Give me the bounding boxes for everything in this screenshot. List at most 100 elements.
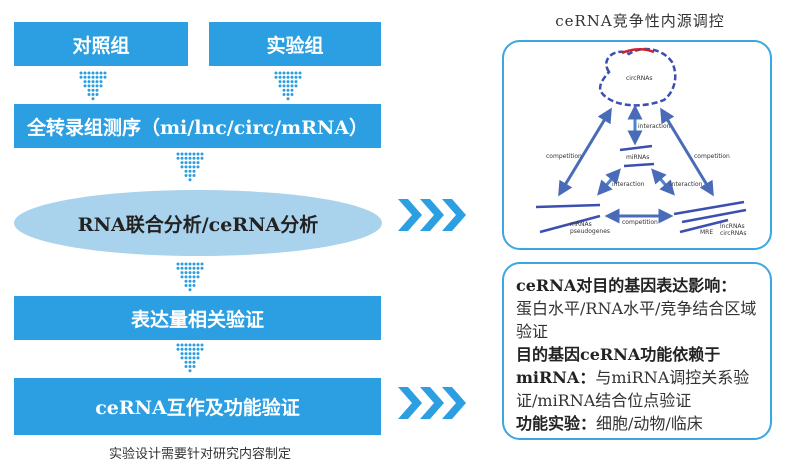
experiment-group-box: 实验组: [209, 22, 381, 66]
arrow-dot: [184, 356, 188, 360]
arrow-dot: [294, 80, 298, 84]
arrow-dot: [200, 343, 204, 347]
arrow-dot: [188, 288, 192, 292]
arrow-dot: [286, 71, 290, 75]
arrow-dot: [95, 71, 99, 75]
arrow-dot: [192, 262, 196, 266]
arrow-dot: [196, 352, 200, 356]
arrow-dot: [83, 71, 87, 75]
arrow-dot: [184, 152, 188, 156]
arrow-dot: [192, 347, 196, 351]
arrow-dot: [188, 279, 192, 283]
label-interaction-right: interaction: [670, 181, 703, 188]
arrow-dot: [192, 161, 196, 165]
arrow-dot: [188, 178, 192, 182]
experiment-label: 实验组: [266, 34, 324, 57]
arrow-dot: [176, 156, 180, 160]
arrow-dot: [188, 343, 192, 347]
arrow-dot: [180, 347, 184, 351]
arrow-dot: [188, 262, 192, 266]
arrow-dot: [294, 71, 298, 75]
arrow-dot: [87, 80, 91, 84]
arrow-dot: [91, 71, 95, 75]
arrow-dot: [99, 71, 103, 75]
arrow-dot: [278, 71, 282, 75]
arrow-dot: [278, 84, 282, 88]
arrow-dot: [200, 156, 204, 160]
arrow-dot: [188, 369, 192, 373]
arrow-dot: [196, 262, 200, 266]
arrow-dot: [95, 84, 99, 88]
arrow-dot: [282, 71, 286, 75]
arrow-dot: [192, 360, 196, 364]
arrow-dot: [290, 80, 294, 84]
function-experiment-heading: 功能实验：: [516, 414, 597, 433]
arrow-dot: [290, 84, 294, 88]
arrow-dot: [184, 360, 188, 364]
arrow-dot: [180, 161, 184, 165]
arrow-dot: [286, 84, 290, 88]
arrow-dot: [188, 284, 192, 287]
analysis-label: RNA联合分析/ceRNA分析: [77, 213, 319, 236]
arrow-dot: [184, 262, 188, 266]
arrow-dot: [188, 365, 192, 368]
dot-arrow-icon: [176, 343, 204, 373]
label-circrnas-bottom: circRNAs: [720, 230, 747, 237]
label-mrnas: mRNAs: [570, 221, 592, 228]
arrow-dot: [99, 75, 103, 79]
arrow-dot: [184, 284, 188, 287]
dot-arrow-icon: [176, 152, 204, 182]
arrow-dot: [294, 75, 298, 79]
arrow-dot: [188, 360, 192, 364]
arrow-dot: [196, 275, 200, 279]
arrow-dot: [196, 266, 200, 270]
arrow-dot: [196, 165, 200, 169]
control-group-box: 对照组: [14, 22, 188, 66]
arrow-dot: [192, 284, 196, 287]
label-competition-right: competition: [694, 153, 730, 160]
arrow-dot: [192, 271, 196, 275]
arrow-dot: [87, 88, 91, 92]
arrow-dot: [196, 347, 200, 351]
arrow-dot: [188, 356, 192, 360]
arrow-dot: [83, 75, 87, 79]
arrow-dot: [87, 84, 91, 88]
validation-label: 表达量相关验证: [130, 308, 264, 331]
arrow-dot: [200, 347, 204, 351]
arrow-dot: [200, 266, 204, 270]
arrow-dot: [286, 80, 290, 84]
arrow-dot: [282, 88, 286, 92]
arrow-dot: [91, 75, 95, 79]
arrow-dot: [188, 161, 192, 165]
arrow-dot: [192, 279, 196, 283]
arrow-dot: [184, 161, 188, 165]
arrow-dot: [196, 156, 200, 160]
arrow-dot: [282, 80, 286, 84]
arrow-dot: [83, 80, 87, 84]
control-label: 对照组: [72, 34, 130, 57]
arrow-dot: [180, 352, 184, 356]
arrow-dot: [184, 347, 188, 351]
analysis-ellipse: RNA联合分析/ceRNA分析: [14, 190, 382, 256]
arrow-dot: [192, 352, 196, 356]
arrow-dot: [192, 356, 196, 360]
arrow-dot: [188, 347, 192, 351]
arrow-dot: [184, 343, 188, 347]
circrna-shape: [598, 47, 677, 107]
validation-box: 表达量相关验证: [14, 296, 381, 340]
arrow-dot: [176, 343, 180, 347]
arrow-dot: [176, 347, 180, 351]
arrow-dot: [286, 75, 290, 79]
arrow-dot: [200, 262, 204, 266]
arrow-dot: [188, 275, 192, 279]
arrow-dot: [286, 93, 290, 96]
triple-chevron-icon: [398, 199, 466, 231]
arrow-dot: [99, 80, 103, 84]
arrow-dot: [87, 71, 91, 75]
arrow-dot: [290, 71, 294, 75]
arrow-dot: [196, 271, 200, 275]
cerna-figure-panel: circRNAs interaction competition competi…: [502, 40, 772, 250]
arrow-dot: [274, 75, 278, 79]
arrow-dot: [286, 88, 290, 92]
arrow-dot: [91, 80, 95, 84]
